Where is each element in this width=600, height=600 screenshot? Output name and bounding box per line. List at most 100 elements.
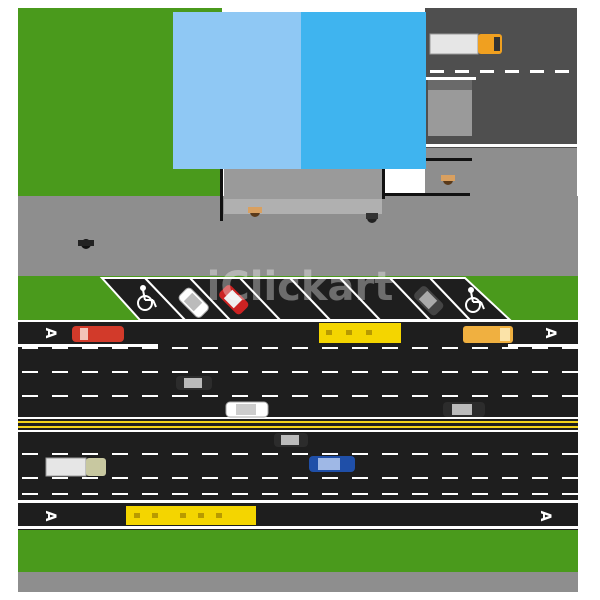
- watermark: iClickart: [207, 264, 394, 310]
- lane-dash: [412, 477, 428, 479]
- lane-dash: [22, 371, 38, 373]
- vehicle-parked-grey: [414, 286, 444, 316]
- sidewalk-right: [425, 148, 577, 276]
- lane-dash: [412, 493, 428, 495]
- lane-dash: [172, 477, 188, 479]
- lane-dash: [202, 493, 218, 495]
- lane-dash: [262, 477, 278, 479]
- lane-dash: [322, 477, 338, 479]
- vehicle-parked-red: [219, 285, 249, 315]
- lane-dash: [502, 395, 518, 397]
- lane-dash: [322, 493, 338, 495]
- lane-dash: [442, 493, 458, 495]
- lane-dash: [262, 371, 278, 373]
- lane-dash: [112, 453, 128, 455]
- lane-dash: [472, 371, 488, 373]
- vehicle-blue-car: [309, 456, 355, 472]
- bus-lane-separator: [18, 320, 578, 322]
- lane-dash: [442, 453, 458, 455]
- lane-dash: [532, 347, 548, 349]
- lane-dash: [562, 493, 578, 495]
- lane-dash: [352, 493, 368, 495]
- building-canopy: [224, 169, 382, 199]
- lane-marker-right-top: A: [542, 328, 558, 339]
- building-ledge: [426, 158, 472, 161]
- dashed-lane-3: [22, 395, 578, 397]
- lane-dash: [292, 371, 308, 373]
- lane-dash: [82, 453, 98, 455]
- lane-dash: [322, 395, 338, 397]
- lane-dash: [22, 453, 38, 455]
- lane-dash: [82, 371, 98, 373]
- center-yellow-line-1: [18, 421, 578, 423]
- lane-dash: [472, 477, 488, 479]
- lane-dash: [532, 453, 548, 455]
- lane-dash: [112, 493, 128, 495]
- lane-dash: [292, 477, 308, 479]
- lane-dash: [502, 347, 518, 349]
- lane-dash: [322, 453, 338, 455]
- lane-dash: [472, 493, 488, 495]
- top-road-stopline: [426, 77, 476, 80]
- dashed-lane-5: [22, 477, 578, 479]
- vehicle-white-car: [225, 401, 269, 418]
- pedestrian-3: [441, 175, 455, 185]
- lane-dash: [532, 493, 548, 495]
- lane-dash: [112, 395, 128, 397]
- pedestrian-2: [366, 213, 378, 223]
- lane-dash: [352, 371, 368, 373]
- road-edge-mid-upper: [18, 417, 578, 419]
- lane-dash: [82, 347, 98, 349]
- sidewalk-bottom: [18, 572, 578, 592]
- lane-dash: [232, 477, 248, 479]
- lane-dash: [232, 347, 248, 349]
- lane-dash: [262, 347, 278, 349]
- lane-dash: [562, 347, 578, 349]
- lane-dash: [352, 395, 368, 397]
- lane-dash: [202, 477, 218, 479]
- lane-dash: [502, 371, 518, 373]
- dashed-lane-2: [22, 371, 578, 373]
- dashed-lane-6: [22, 493, 578, 495]
- lane-dash: [412, 347, 428, 349]
- lane-dash: [52, 477, 68, 479]
- lane-dash: [382, 477, 398, 479]
- lane-dash: [322, 347, 338, 349]
- vehicle-yellow-bus-top: [319, 323, 401, 343]
- lane-dash: [352, 453, 368, 455]
- parking-dividers: [144, 277, 471, 321]
- lane-dash: [562, 453, 578, 455]
- lane-dash: [382, 371, 398, 373]
- building-roof-left: [173, 12, 301, 169]
- lane-dash: [142, 371, 158, 373]
- lane-dash: [172, 493, 188, 495]
- ramp-shade: [428, 80, 472, 90]
- lane-dash: [562, 371, 578, 373]
- vehicle-yellow-bus-bottom: [126, 506, 256, 525]
- lane-dash: [82, 477, 98, 479]
- lane-dash: [412, 453, 428, 455]
- lane-dash: [52, 453, 68, 455]
- lane-dash: [412, 371, 428, 373]
- lane-dash: [532, 371, 548, 373]
- wheelchair-icon: [137, 285, 157, 311]
- wheelchair-icon: [465, 287, 485, 313]
- lane-dash: [472, 347, 488, 349]
- lane-dash: [292, 395, 308, 397]
- building-step: [382, 193, 470, 196]
- pedestrian-4: [78, 239, 94, 249]
- lane-dash: [22, 395, 38, 397]
- lane-dash: [52, 395, 68, 397]
- lane-dash: [202, 371, 218, 373]
- vehicle-black-car-3: [274, 433, 308, 447]
- lane-dash: [22, 493, 38, 495]
- lane-dash: [172, 371, 188, 373]
- dashed-lane-4: [22, 453, 578, 455]
- lane-dash: [82, 493, 98, 495]
- lane-dash: [82, 395, 98, 397]
- lane-dash: [142, 347, 158, 349]
- lane-dash: [112, 347, 128, 349]
- building-edge-right: [382, 169, 385, 199]
- vehicle-red-car: [72, 326, 124, 342]
- building-canopy-lower: [224, 199, 382, 214]
